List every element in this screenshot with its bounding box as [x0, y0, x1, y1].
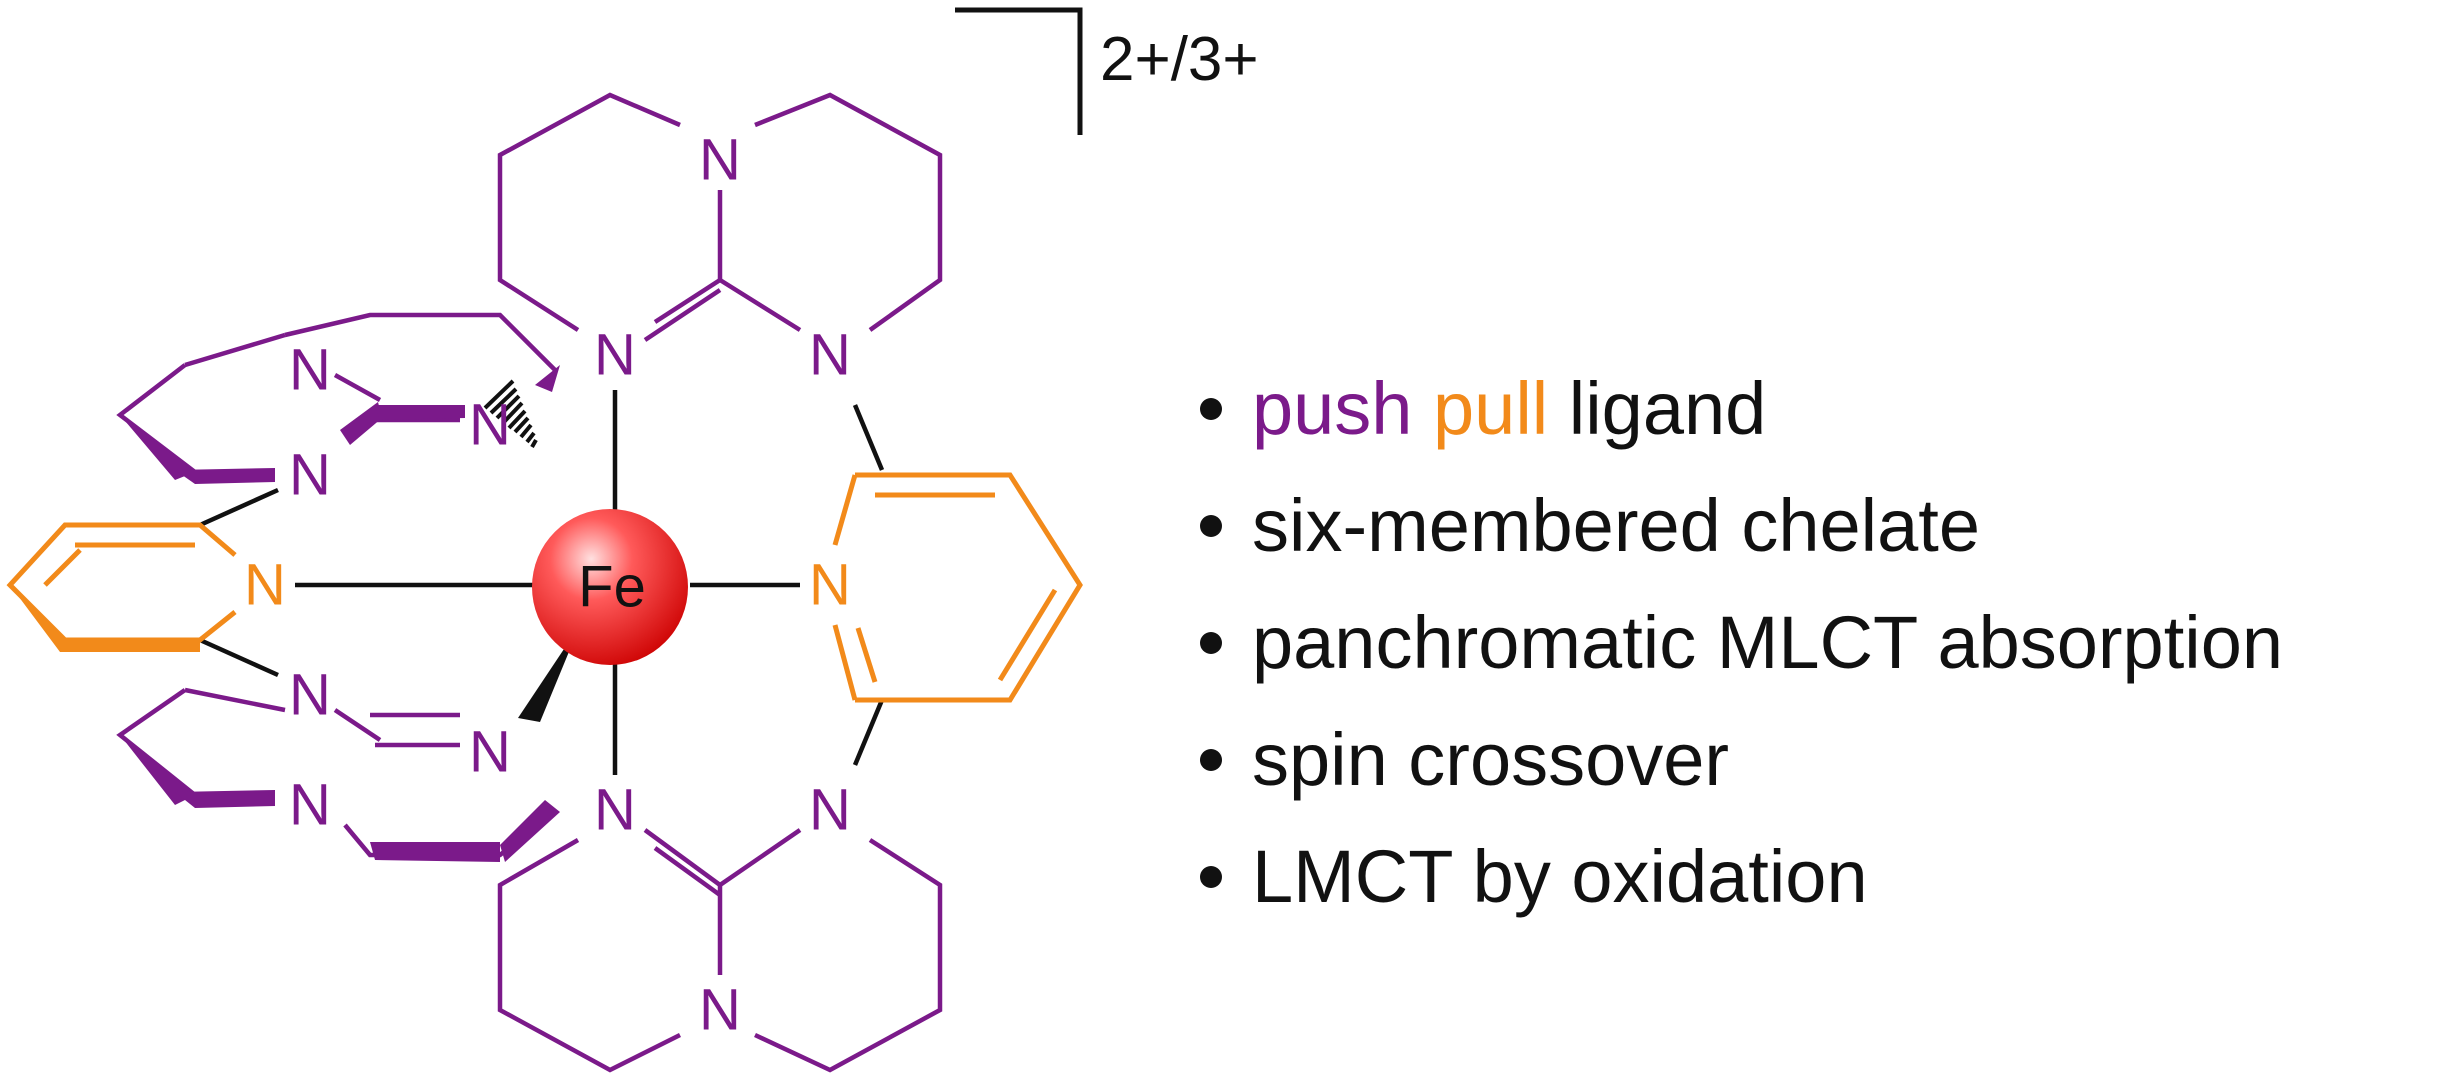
nitrogen-label: N: [699, 978, 741, 1043]
lower-guanidine-ring: [497, 828, 943, 1073]
charge-label: 2+/3+: [1100, 25, 1259, 94]
nitrogen-label: N: [289, 338, 331, 403]
nitrogen-label: N: [809, 553, 851, 618]
bullet-icon: [1200, 865, 1222, 888]
bullet-icon: [1200, 631, 1222, 654]
upper-left-bold-bond-4: [535, 365, 560, 392]
nitrogen-label: N: [699, 128, 741, 193]
feature-text: six-membered chelate: [1252, 484, 1980, 567]
iron-center-sphere: [532, 509, 688, 665]
feature-item: panchromatic MLCT absorption: [1200, 584, 2420, 701]
pull-label: pull: [1433, 367, 1549, 450]
nitrogen-label: N: [244, 553, 286, 618]
feature-item: push pull ligand: [1200, 350, 2420, 467]
upper-left-bold-bond: [120, 415, 195, 480]
feature-item: spin crossover: [1200, 701, 2420, 818]
nitrogen-label: N: [289, 663, 331, 728]
charge-bracket: [955, 7, 1083, 135]
left-pyridine-bold-bond: [10, 585, 200, 652]
nitrogen-label: N: [594, 323, 636, 388]
push-label: push: [1252, 367, 1413, 450]
nitrogen-label: N: [809, 778, 851, 843]
nitrogen-label: N: [289, 443, 331, 508]
lower-left-bold-bond-4: [500, 800, 560, 862]
upper-guanidine-ring: [497, 92, 943, 342]
upper-left-bold-bond-5: [375, 405, 465, 420]
upper-left-bold-bond-3: [340, 402, 382, 445]
bullet-icon: [1200, 514, 1222, 537]
feature-text: LMCT by oxidation: [1252, 835, 1868, 918]
bullet-icon: [1200, 397, 1222, 420]
nitrogen-label: N: [469, 393, 511, 458]
nitrogen-label: N: [594, 778, 636, 843]
lower-left-bold-bond: [120, 735, 195, 805]
feature-list: push pull ligand six-membered chelate pa…: [1200, 350, 2420, 935]
right-pyridine-ring: [832, 472, 1083, 703]
metal-ligand-bonds: [199, 390, 885, 775]
lower-left-bold-bond-3: [370, 842, 500, 862]
nitrogen-label: N: [289, 773, 331, 838]
nitrogen-label: N: [469, 720, 511, 785]
bullet-icon: [1200, 748, 1222, 771]
feature-item: six-membered chelate: [1200, 467, 2420, 584]
nitrogen-label: N: [809, 323, 851, 388]
ligand-label: ligand: [1568, 367, 1767, 450]
feature-text: spin crossover: [1252, 718, 1730, 801]
iron-label: Fe: [578, 555, 646, 620]
feature-item: LMCT by oxidation: [1200, 818, 2420, 935]
upper-left-bold-bond-2: [175, 468, 275, 484]
hashed-wedge-bond: [483, 379, 538, 448]
lower-left-bold-bond-2: [175, 790, 275, 808]
feature-text: panchromatic MLCT absorption: [1252, 601, 2284, 684]
